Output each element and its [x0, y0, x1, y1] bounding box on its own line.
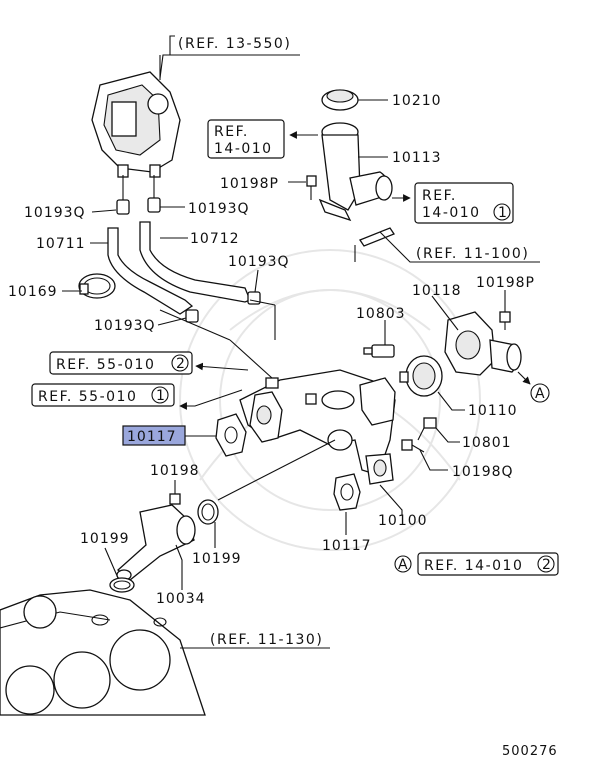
- ref-14-010-1-num: 1: [498, 205, 508, 221]
- filler-cap-10210: [321, 89, 359, 111]
- engine-block-illustration: [0, 589, 206, 716]
- label-10117-selected: 10117: [127, 429, 177, 445]
- label-10117: 10117: [322, 538, 372, 554]
- label-10210: 10210: [392, 93, 442, 109]
- marker-a-bottom-text: A: [398, 557, 409, 573]
- marker-a-right: [530, 383, 550, 403]
- label-10801: 10801: [462, 435, 512, 451]
- hose-10711: [107, 227, 194, 315]
- bolt-10198q: [401, 439, 425, 453]
- diagram-id: 500276: [502, 744, 558, 759]
- ref-55-010-1-num: 1: [156, 388, 166, 404]
- label-10193q-low: 10193Q: [94, 318, 156, 334]
- ref-14-010-box[interactable]: [207, 119, 285, 159]
- ref-14-010-2-num: 2: [542, 557, 552, 573]
- clamp-10169: [78, 273, 116, 299]
- clamp-10193q-low: [185, 309, 199, 323]
- ref-55-010-2-num: 2: [176, 356, 186, 372]
- bolt-10198p-top: [306, 175, 317, 200]
- label-10110: 10110: [468, 403, 518, 419]
- ref-11-100: (REF. 11-100): [416, 246, 529, 262]
- thermostat-10110: [399, 355, 443, 397]
- ref-55-010-1-box[interactable]: [31, 383, 175, 407]
- label-10803: 10803: [356, 306, 406, 322]
- marker-a-bottom: [394, 555, 412, 573]
- label-10118: 10118: [412, 283, 462, 299]
- label-10169: 10169: [8, 284, 58, 300]
- water-outlet-10113: [318, 122, 393, 222]
- label-10198: 10198: [150, 463, 200, 479]
- ref-55-010-1-text: REF. 55-010: [38, 389, 137, 405]
- ref-55-010-2-box[interactable]: [49, 351, 193, 375]
- gasket-10117-bottom: [333, 473, 361, 511]
- bolt-10198p-right: [499, 311, 511, 330]
- hose-10712: [139, 221, 251, 303]
- label-10113: 10113: [392, 150, 442, 166]
- clamp-10193q-mid: [147, 175, 161, 213]
- ref-14-010-line2: 14-010: [214, 141, 273, 157]
- label-10199-left: 10199: [80, 531, 130, 547]
- ref-14-010-1-line2: 14-010: [422, 205, 481, 221]
- water-pipe-assembly: [239, 369, 396, 485]
- label-10193q-left: 10193Q: [24, 205, 86, 221]
- label-10100: 10100: [378, 513, 428, 529]
- label-10193q-mid: 10193Q: [188, 201, 250, 217]
- label-10198q: 10198Q: [452, 464, 514, 480]
- label-10193q-right: 10193Q: [228, 254, 290, 270]
- marker-a-right-text: A: [535, 386, 546, 402]
- label-10198p-right: 10198P: [476, 275, 535, 291]
- bolt-10198: [169, 480, 181, 505]
- ref-14-010-1-line1: REF.: [422, 188, 457, 204]
- sensor-10801: [417, 417, 437, 441]
- gasket-10117-left: [215, 413, 247, 457]
- ref-14-010-2-box[interactable]: [417, 552, 559, 576]
- ref-14-010-2-text: REF. 14-010: [424, 558, 523, 574]
- label-10199-mid: 10199: [192, 551, 242, 567]
- ref-11-130: (REF. 11-130): [210, 632, 323, 648]
- ref-13-550: (REF. 13-550): [178, 36, 291, 52]
- oring-10199-left: [109, 577, 135, 593]
- thermostat-housing-10118: [444, 311, 522, 376]
- clamp-10193q-left: [116, 175, 130, 215]
- label-10711: 10711: [36, 236, 86, 252]
- ref-14-010-line1: REF.: [214, 124, 249, 140]
- sensor-10803: [363, 344, 395, 358]
- ref-55-010-2-text: REF. 55-010: [56, 357, 155, 373]
- oring-10199-mid: [197, 499, 219, 525]
- label-10712: 10712: [190, 231, 240, 247]
- label-10034: 10034: [156, 591, 206, 607]
- label-10198p-top: 10198P: [220, 176, 279, 192]
- throttle-body-illustration: [91, 54, 300, 178]
- ref-14-010-1-box[interactable]: [414, 182, 514, 224]
